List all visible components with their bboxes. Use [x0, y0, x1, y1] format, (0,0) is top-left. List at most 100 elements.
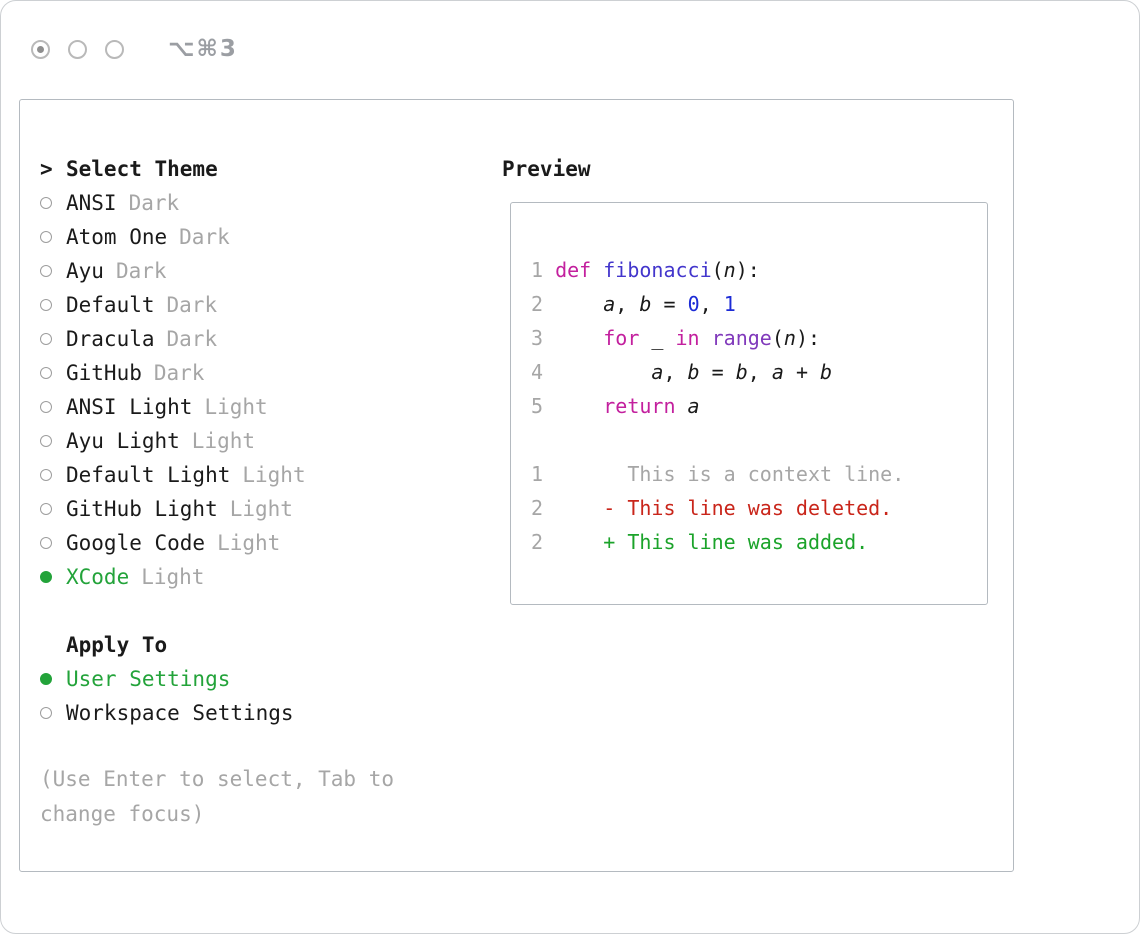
option-variant-label: Dark — [166, 327, 218, 351]
radio-icon — [40, 537, 52, 549]
radio-marker — [40, 537, 66, 549]
theme-option-ansi-light[interactable]: ANSI Light Light — [40, 390, 480, 424]
code-token: range — [711, 326, 772, 350]
line-number: 2 — [531, 496, 544, 520]
option-variant-label: Light — [217, 531, 281, 555]
code-token: + — [783, 360, 821, 384]
preview-title: Preview — [502, 157, 591, 181]
radio-marker — [40, 469, 66, 481]
code-token: b — [687, 360, 700, 384]
option-variant-label: Light — [229, 497, 293, 521]
radio-marker — [40, 503, 66, 515]
traffic-light-icon[interactable] — [68, 39, 87, 59]
code-token: ( — [711, 258, 724, 282]
code-token: = — [651, 292, 688, 316]
theme-option-github-light[interactable]: GitHub Light Light — [40, 492, 480, 526]
theme-option-dracula[interactable]: Dracula Dark — [40, 322, 480, 356]
radio-marker — [40, 707, 66, 719]
code-line: 3 for _ in range(n): — [531, 321, 987, 355]
option-variant-label: Light — [242, 463, 306, 487]
code-token: _ — [639, 326, 676, 350]
radio-marker — [40, 367, 66, 379]
apply-option-user-settings[interactable]: User Settings — [40, 662, 480, 696]
diff-text: + This line was added. — [555, 530, 869, 554]
radio-marker — [40, 333, 66, 345]
diff-line-context: 1 This is a context line. — [531, 457, 987, 491]
option-label: Default — [66, 293, 155, 317]
option-label: ANSI Light — [66, 395, 193, 419]
option-label: Google Code — [66, 531, 206, 555]
traffic-light-icon[interactable] — [105, 39, 124, 59]
radio-marker — [40, 401, 66, 413]
code-token: ( — [771, 326, 784, 350]
diff-line-deleted: 2 - This line was deleted. — [531, 491, 987, 525]
radio-icon — [40, 367, 52, 379]
code-token: , — [663, 360, 688, 384]
option-label: XCode — [66, 565, 130, 589]
option-label: Default Light — [66, 463, 231, 487]
code-token — [700, 326, 712, 350]
code-token: a — [651, 360, 664, 384]
code-token: = — [699, 360, 736, 384]
theme-option-google-code[interactable]: Google Code Light — [40, 526, 480, 560]
radio-marker — [40, 673, 66, 685]
theme-option-default[interactable]: Default Dark — [40, 288, 480, 322]
code-token: in — [675, 326, 700, 350]
option-variant-label: Dark — [166, 293, 218, 317]
radio-selected-icon — [40, 571, 52, 583]
code-token: , — [747, 360, 772, 384]
option-label: User Settings — [66, 667, 231, 691]
code-token: n — [723, 258, 736, 282]
code-token: a — [687, 394, 700, 418]
radio-icon — [40, 401, 52, 413]
radio-marker — [40, 197, 66, 209]
diff-text: - This line was deleted. — [555, 496, 893, 520]
apply-option-workspace-settings[interactable]: Workspace Settings — [40, 696, 480, 730]
option-label: Workspace Settings — [66, 701, 294, 725]
select-theme-title: Select Theme — [66, 157, 218, 181]
option-label: Dracula — [66, 327, 155, 351]
titlebar: ⌥⌘3 — [1, 1, 1139, 71]
select-theme-header: > Select Theme — [40, 152, 480, 186]
option-label: GitHub Light — [66, 497, 218, 521]
radio-marker — [40, 435, 66, 447]
radio-marker — [40, 299, 66, 311]
window-shortcut-label: ⌥⌘3 — [168, 36, 238, 62]
code-token: b — [639, 292, 652, 316]
code-token: 1 — [723, 292, 736, 316]
radio-marker — [40, 231, 66, 243]
code-token: return — [603, 394, 676, 418]
line-number: 5 — [531, 394, 544, 418]
radio-icon — [40, 707, 52, 719]
code-token: n — [783, 326, 796, 350]
line-number: 1 — [531, 462, 544, 486]
radio-icon — [40, 503, 52, 515]
option-variant-label: Dark — [153, 361, 205, 385]
line-number: 2 — [531, 530, 544, 554]
code-line: 5 return a — [531, 389, 987, 423]
cursor-marker: > — [40, 157, 53, 181]
traffic-light-active-icon[interactable] — [31, 39, 50, 59]
code-token — [676, 394, 688, 418]
option-variant-label: Light — [204, 395, 268, 419]
option-variant-label: Dark — [179, 225, 230, 249]
line-number: 2 — [531, 292, 544, 316]
code-token: b — [820, 360, 833, 384]
code-token — [591, 258, 603, 282]
radio-selected-icon — [40, 673, 52, 685]
line-number: 3 — [531, 326, 544, 350]
theme-option-default-light[interactable]: Default Light Light — [40, 458, 480, 492]
code-token: , — [699, 292, 724, 316]
code-token: for — [603, 326, 640, 350]
radio-icon — [40, 333, 52, 345]
